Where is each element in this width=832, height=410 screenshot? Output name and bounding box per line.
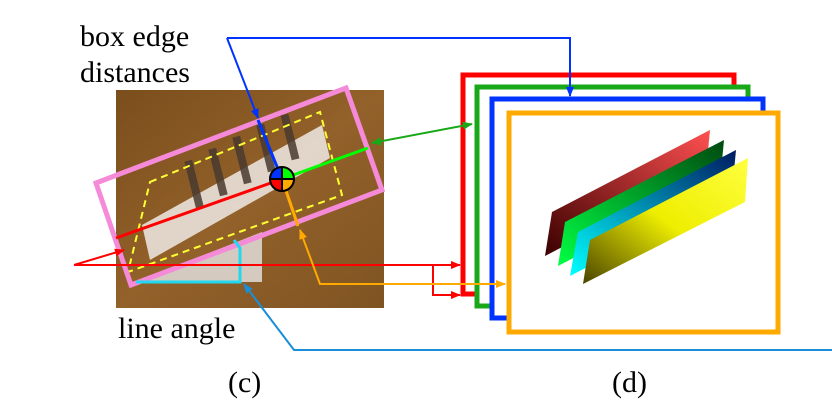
line-angle-arrow [243, 283, 832, 351]
label-distances: distances [80, 56, 190, 89]
red-input-arrow [73, 248, 125, 266]
photo-sign-white [142, 125, 330, 260]
crosshair-circle-icon [269, 166, 295, 192]
orange-mapping-arrow [299, 229, 506, 288]
red-return-arrow [432, 265, 461, 299]
layer-yellow-gradient [583, 158, 748, 284]
photo-panel-c [92, 84, 386, 308]
label-box-edge: box edge [80, 20, 190, 53]
blue-mapping-arrow [227, 37, 574, 97]
green-distance-line [281, 146, 369, 181]
caption-c: (c) [228, 366, 262, 399]
red-distance-line [115, 177, 283, 240]
label-line-angle: line angle [118, 312, 236, 345]
blue-label-arrow [226, 37, 259, 119]
feature-map-stack-d [460, 72, 781, 335]
caption-d: (d) [612, 366, 647, 399]
green-mapping-arrow [371, 121, 473, 146]
